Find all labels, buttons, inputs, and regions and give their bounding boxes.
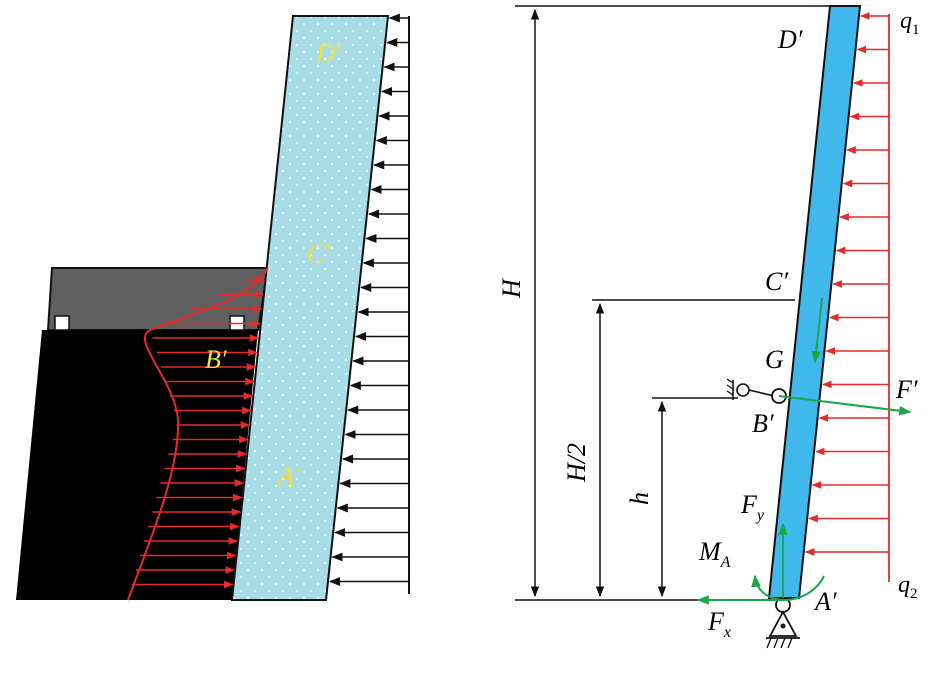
label-fy: Fy [740, 490, 765, 524]
label-fx: Fx [707, 607, 731, 641]
label-q2: q2 [898, 572, 918, 602]
gravity-arrow-g [811, 297, 823, 364]
beam-body [767, 5, 862, 599]
soil-pressure-arrows [131, 276, 266, 589]
force-arrow-f-prime [778, 395, 912, 416]
wall-body [230, 15, 390, 601]
anchor-spring-support [726, 378, 775, 400]
right-panel: H H/2 h [497, 5, 920, 649]
dim-label-h: h [625, 492, 654, 505]
label-c-prime-right: C′ [765, 267, 788, 296]
label-b-prime-right: B′ [752, 409, 774, 438]
label-a-prime-right: A′ [813, 587, 837, 616]
label-q1: q1 [900, 8, 920, 38]
left-panel: D′ C′ B′ A′ [16, 13, 410, 601]
soil-body [16, 330, 258, 600]
label-b-prime-left: B′ [205, 345, 227, 374]
anchor-block-left [54, 315, 70, 331]
moment-arrow-ma [751, 574, 825, 601]
distributed-load-arrows [804, 12, 889, 556]
label-d-prime-left: D′ [315, 39, 341, 68]
label-d-prime-right: D′ [777, 25, 803, 54]
dim-label-H: H [497, 278, 526, 299]
pin-support-a-prime [766, 597, 800, 649]
label-f-prime: F′ [895, 375, 918, 404]
external-load-arrows [328, 13, 409, 586]
label-a-prime-left: A′ [276, 462, 300, 491]
soil-pressure-curve [127, 267, 269, 601]
label-c-prime-left: C′ [307, 239, 330, 268]
label-g: G [765, 345, 784, 374]
dim-label-H-half: H/2 [562, 443, 591, 483]
label-ma: MA [698, 537, 731, 571]
